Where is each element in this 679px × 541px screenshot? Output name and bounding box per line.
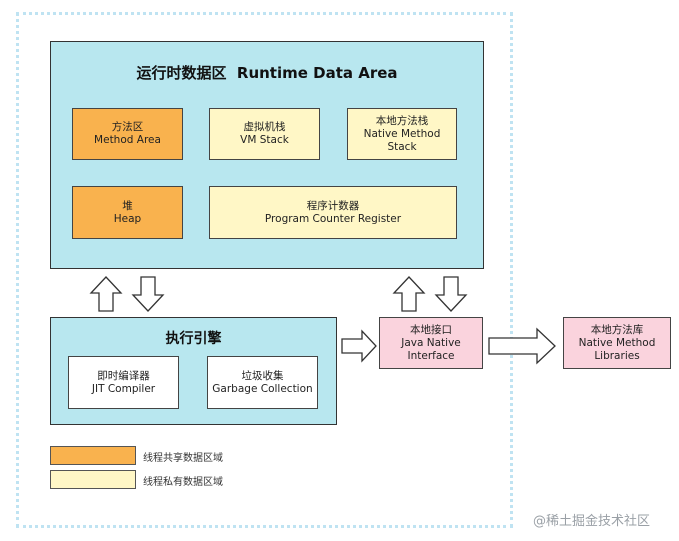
gc-en: Garbage Collection (212, 382, 313, 395)
native-stack-zh: 本地方法栈 (375, 114, 429, 127)
heap-zh: 堆 (122, 199, 133, 212)
gc-zh: 垃圾收集 (241, 369, 284, 382)
jit-compiler-box: 即时编译器 JIT Compiler (68, 356, 179, 409)
method-area-box: 方法区 Method Area (72, 108, 183, 160)
jit-zh: 即时编译器 (97, 369, 150, 382)
vm-stack-zh: 虚拟机栈 (243, 121, 286, 133)
watermark: @稀土掘金技术社区 (533, 514, 651, 529)
native-lib-en2: Libraries (594, 349, 640, 362)
execution-engine-title: 执行引擎 (165, 331, 222, 347)
native-stack-en1: Native Method (363, 127, 441, 140)
native-method-libraries-box: 本地方法库 Native Method Libraries (563, 317, 671, 369)
program-counter-register-box: 程序计数器 Program Counter Register (209, 186, 457, 239)
legend-private-swatch (50, 470, 136, 489)
pc-register-en: Program Counter Register (264, 212, 402, 225)
legend-shared-swatch (50, 446, 136, 465)
native-lib-en1: Native Method (578, 336, 656, 349)
outer-dotted-frame (16, 12, 513, 528)
method-area-en: Method Area (94, 134, 161, 146)
native-lib-zh: 本地方法库 (590, 323, 644, 336)
native-stack-en2: Stack (387, 140, 417, 153)
vm-stack-box: 虚拟机栈 VM Stack (209, 108, 320, 160)
legend-private-label: 线程私有数据区域 (143, 477, 223, 488)
jni-en1: Java Native (401, 336, 461, 349)
java-native-interface-box: 本地接口 Java Native Interface (379, 317, 483, 369)
heap-en: Heap (113, 212, 142, 225)
vm-stack-en: VM Stack (240, 134, 289, 146)
legend-shared-label: 线程共享数据区域 (143, 453, 223, 464)
heap-box: 堆 Heap (72, 186, 183, 239)
jit-en: JIT Compiler (91, 382, 156, 395)
method-area-zh: 方法区 (111, 121, 144, 133)
pc-register-zh: 程序计数器 (306, 199, 360, 212)
runtime-data-area-title: 运行时数据区 Runtime Data Area (136, 64, 398, 82)
jni-en2: Interface (407, 349, 455, 362)
jni-zh: 本地接口 (410, 323, 452, 336)
garbage-collection-box: 垃圾收集 Garbage Collection (207, 356, 318, 409)
native-method-stack-box: 本地方法栈 Native Method Stack (347, 108, 457, 160)
